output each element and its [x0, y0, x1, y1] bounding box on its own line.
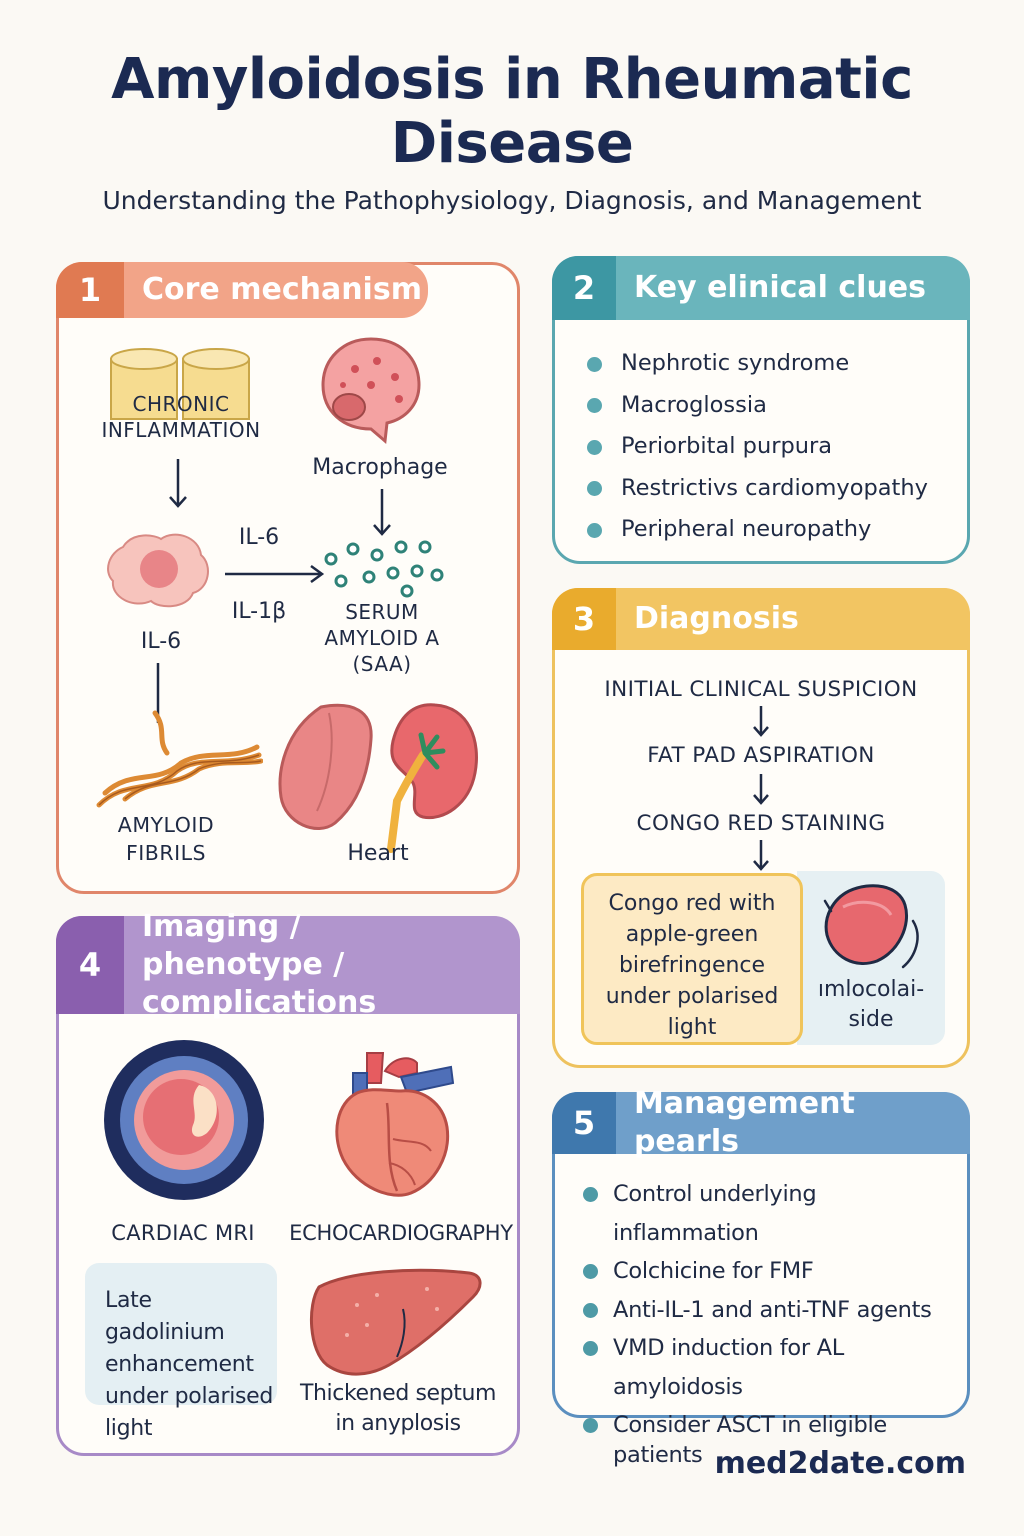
arrow-right-icon — [225, 564, 325, 584]
heart-label: Heart — [347, 841, 409, 866]
panel-heading: Diagnosis — [634, 601, 799, 636]
list-item: Macroglossia — [583, 385, 928, 427]
panel-header: 3 Diagnosis — [552, 588, 970, 650]
list-item: Peripheral neuropathy — [583, 509, 928, 551]
arrow-down-icon — [753, 774, 769, 805]
panel-imaging: 4 Imaging / phenotype / complications CA… — [56, 909, 520, 1456]
panel-number: 3 — [552, 588, 616, 650]
panel-header: 4 Imaging / phenotype / complications — [56, 909, 520, 1020]
stain-result-panel: ımlocolai-side — [797, 871, 945, 1045]
management-list: Control underlying inflammation Colchici… — [581, 1175, 967, 1470]
diagnosis-step: FAT PAD ASPIRATION — [647, 743, 875, 768]
arrow-down-icon — [753, 706, 769, 737]
panel-header: 2 Key elinical clues — [552, 256, 970, 320]
cell-icon — [107, 533, 209, 608]
list-item: Anti-IL-1 and anti-TNF agents — [581, 1291, 967, 1330]
panel-heading: Management pearls — [633, 1086, 855, 1159]
list-item: Colchicine for FMF — [581, 1252, 967, 1291]
macrophage-icon — [321, 337, 421, 444]
panel-header: 1 Core mechanism — [56, 262, 428, 318]
panel-diagnosis: 3 Diagnosis INITIAL CLINICAL SUSPICION F… — [552, 588, 970, 1068]
panel-number: 1 — [56, 262, 124, 318]
panel-heading: Imaging / phenotype / complications — [142, 909, 377, 1020]
page-subtitle: Understanding the Pathophysiology, Diagn… — [102, 186, 922, 215]
list-item: Control underlying inflammation — [581, 1175, 967, 1252]
liver-icon — [309, 1268, 482, 1376]
echo-label: ECHOCARDIOGRAPHY — [289, 1221, 513, 1245]
kidney-icon — [387, 703, 478, 853]
list-item: Nephrotic syndrome — [583, 343, 928, 385]
panel-heading: Key elinical clues — [634, 270, 927, 305]
stained-organ-icon — [823, 884, 919, 969]
arrow-down-icon — [753, 840, 769, 871]
heart-anatomy-icon — [335, 1052, 455, 1197]
panel-core-mechanism: 1 Core mechanism CHRONIC INFLAMMATION Ma… — [56, 262, 520, 894]
list-item: Restrictivs cardiomyopathy — [583, 468, 928, 510]
lge-box: Late gadolinium enhancement under polari… — [85, 1263, 277, 1441]
list-item: VMD induction for AL amyloidosis — [581, 1329, 967, 1406]
inflammation-cylinders-icon — [110, 348, 250, 420]
side-label: ımlocolai-side — [817, 977, 925, 1032]
saa-label: SERUM AMYLOID A (SAA) — [324, 600, 440, 676]
cardiac-mri-label: CARDIAC MRI — [111, 1221, 255, 1245]
il1b-arrow-label: IL-1β — [231, 599, 287, 624]
macrophage-label: Macrophage — [312, 455, 448, 480]
panel-number: 4 — [56, 916, 124, 1014]
panel-management: 5 Management pearls Control underlying i… — [552, 1086, 970, 1468]
page-title: Amyloidosis in Rheumatic Disease — [111, 47, 913, 176]
amyloid-fibrils-icon — [96, 710, 263, 808]
panel-heading: Core mechanism — [142, 272, 422, 307]
congo-red-box: Congo red with apple-green birefringence… — [581, 873, 803, 1045]
list-item: Consider ASCT in eligible patients — [581, 1406, 911, 1470]
diagnosis-step: CONGO RED STAINING — [636, 811, 886, 836]
panel-header: 5 Management pearls — [552, 1086, 970, 1159]
cardiac-mri-icon — [104, 1040, 264, 1200]
site-footer: med2date.com — [714, 1446, 966, 1481]
il6-cell-label: IL-6 — [140, 629, 182, 654]
panel-number: 2 — [552, 256, 616, 320]
diagnosis-step: INITIAL CLINICAL SUSPICION — [604, 677, 918, 702]
amyloid-fibrils-label: AMYLOID FIBRILS — [117, 813, 215, 865]
arrow-down-icon — [373, 489, 391, 536]
il6-arrow-label: IL-6 — [238, 525, 280, 550]
panel-number: 5 — [552, 1092, 616, 1154]
panel-key-clinical-clues: 2 Key elinical clues Nephrotic syndrome … — [552, 256, 970, 564]
arrow-down-icon — [169, 459, 187, 508]
list-item: Periorbital purpura — [583, 426, 928, 468]
thickened-septum-label: Thickened septum in anyplosis — [299, 1381, 497, 1436]
liver-icon — [278, 703, 373, 830]
chronic-inflammation-label: CHRONIC INFLAMMATION — [101, 392, 261, 442]
saa-particles-icon — [324, 540, 444, 598]
clinical-clues-list: Nephrotic syndrome Macroglossia Periorbi… — [583, 343, 928, 551]
